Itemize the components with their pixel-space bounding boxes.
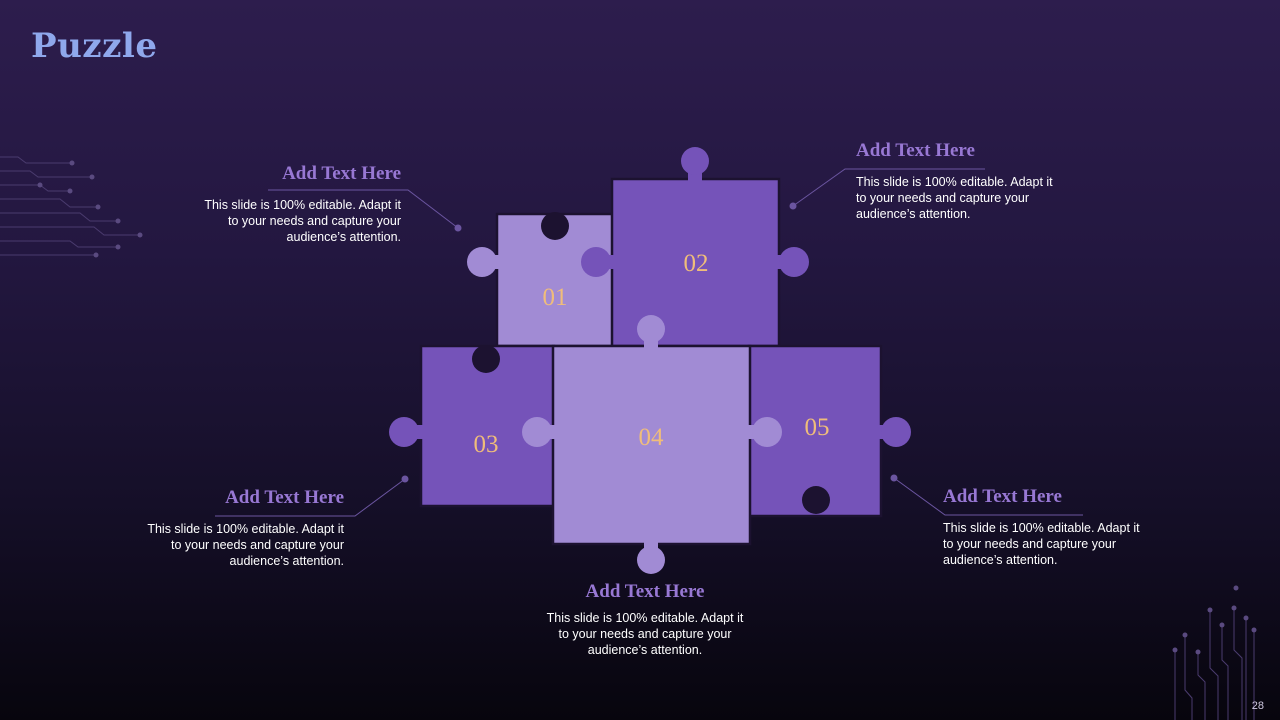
puzzle-piece-02: 02	[581, 147, 809, 348]
circuit-decoration-right	[1172, 585, 1257, 720]
callout-heading: Add Text Here	[856, 140, 975, 161]
puzzle-piece-01: 01	[467, 212, 617, 348]
callout-03: Add Text Here This slide is 100% editabl…	[134, 488, 344, 569]
callout-02: Add Text Here This slide is 100% editabl…	[856, 141, 1071, 222]
callout-heading: Add Text Here	[282, 163, 401, 184]
puzzle-piece-04: 04	[522, 315, 782, 574]
circuit-decoration-left	[0, 156, 143, 258]
callout-body: This slide is 100% editable. Adapt it to…	[147, 522, 344, 568]
callout-01: Add Text Here This slide is 100% editabl…	[190, 164, 401, 245]
callout-04: Add Text Here This slide is 100% editabl…	[943, 487, 1158, 568]
piece-number-03: 03	[474, 431, 499, 458]
callout-body: This slide is 100% editable. Adapt it to…	[943, 521, 1140, 567]
piece-number-02: 02	[684, 250, 709, 277]
piece-number-05: 05	[805, 414, 830, 441]
slide-title: Puzzle	[31, 26, 158, 66]
piece-number-01: 01	[543, 284, 568, 311]
page-number: 28	[1251, 700, 1264, 712]
piece-number-04: 04	[639, 424, 665, 451]
callout-heading: Add Text Here	[585, 581, 705, 602]
callout-body: This slide is 100% editable. Adapt it to…	[546, 611, 744, 657]
callout-05: Add Text Here This slide is 100% editabl…	[540, 582, 750, 658]
callout-heading: Add Text Here	[225, 487, 344, 508]
callout-heading: Add Text Here	[943, 486, 1062, 507]
callout-body: This slide is 100% editable. Adapt it to…	[856, 175, 1053, 221]
callout-body: This slide is 100% editable. Adapt it to…	[204, 198, 401, 244]
